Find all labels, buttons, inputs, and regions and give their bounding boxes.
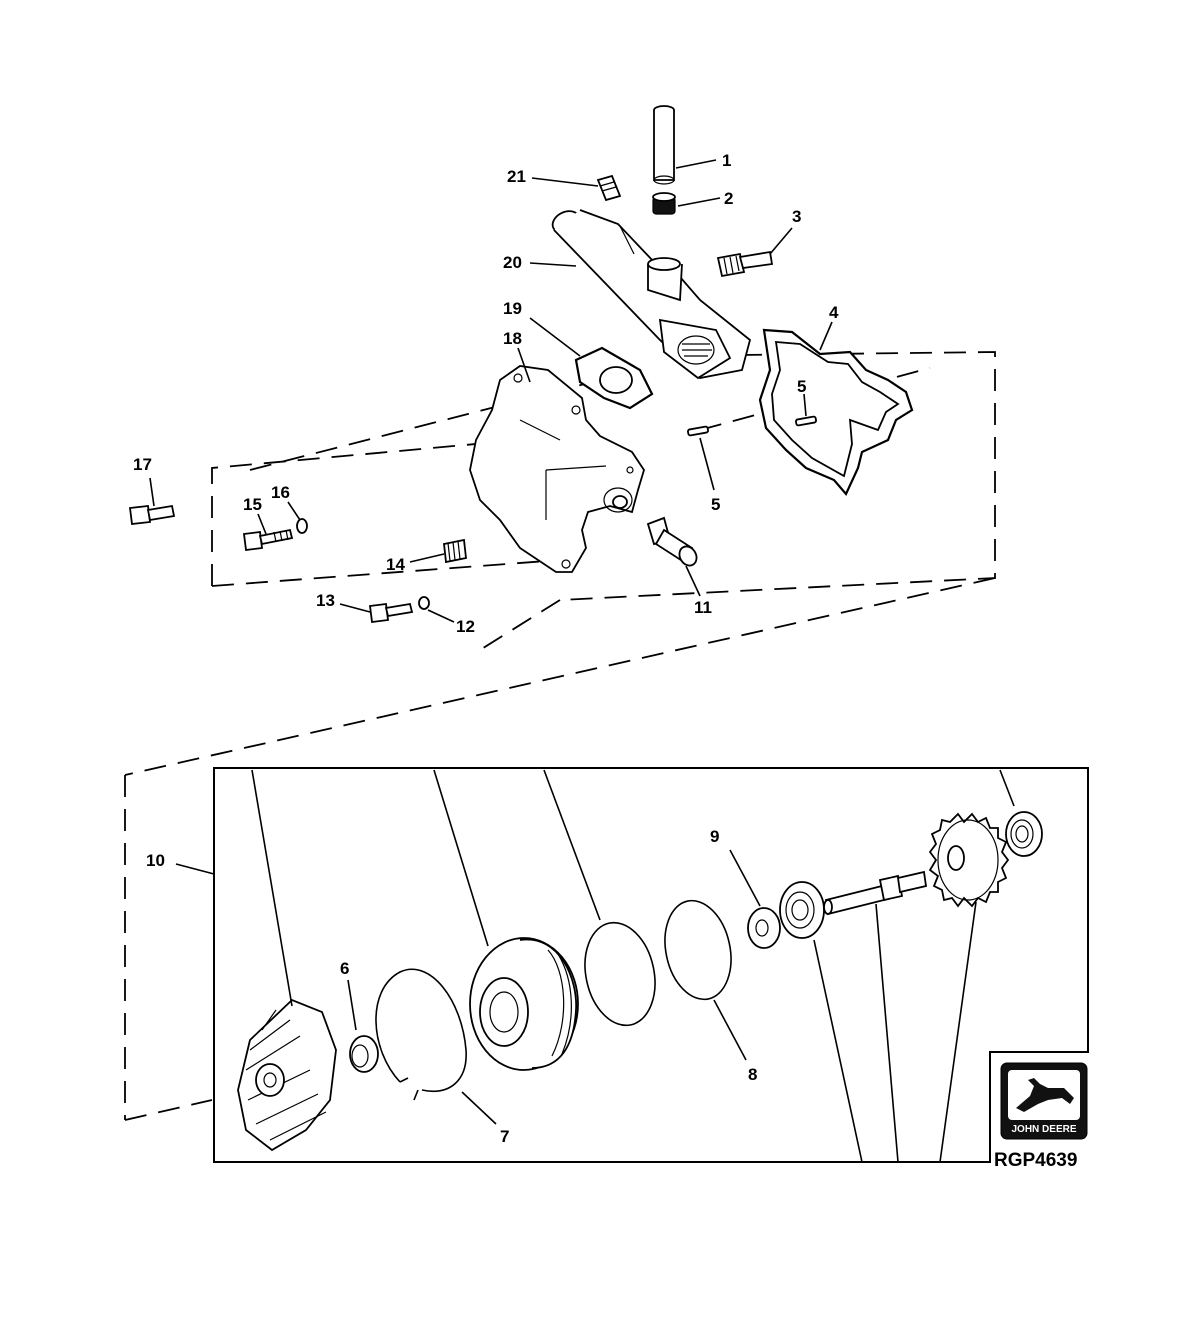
callout-21: 21 (507, 167, 526, 186)
callout-13: 13 (316, 591, 335, 610)
washer-part-12 (418, 596, 430, 610)
callout-9: 9 (710, 827, 719, 846)
fitting-part-3 (716, 250, 774, 278)
manifold-pipe-part-20 (551, 209, 752, 380)
callout-6: 6 (340, 959, 349, 978)
callout-17: 17 (133, 455, 152, 474)
fitting-part-21 (596, 174, 622, 202)
bolt-part-13 (368, 602, 414, 624)
snap-ring-part-7 (375, 968, 467, 1101)
callout-19: 19 (503, 299, 522, 318)
bolt-part-17 (128, 504, 176, 525)
callout-7: 7 (500, 1127, 509, 1146)
pump-housing-part-18 (469, 365, 645, 573)
lower-detail-frame (213, 767, 1089, 1163)
callout-12: 12 (456, 617, 475, 636)
callout-11: 11 (694, 598, 712, 617)
figure-id: RGP4639 (994, 1150, 1077, 1171)
lower-dashed-outline (124, 775, 213, 1121)
o-ring-part-8b (664, 899, 732, 1001)
drive-gear (928, 812, 1010, 908)
plug-part-2 (652, 192, 676, 215)
leaping-deer-icon (1016, 1078, 1074, 1112)
dowel-pin-part-5b (687, 425, 709, 437)
seal-ring-part-6 (349, 1035, 379, 1073)
washer-part-16 (296, 518, 308, 534)
seal-housing (469, 937, 579, 1071)
gasket-part-19 (574, 346, 654, 410)
callout-5a: 5 (797, 377, 806, 396)
callout-16: 16 (271, 483, 290, 502)
washer-part-9 (747, 907, 781, 949)
plug-part-14 (443, 538, 467, 564)
callout-18: 18 (503, 329, 522, 348)
callout-10: 10 (146, 851, 165, 870)
callout-8: 8 (748, 1065, 757, 1084)
callout-14: 14 (386, 555, 405, 574)
shaft (823, 870, 928, 916)
bearing (779, 881, 825, 939)
bolt-part-15 (242, 528, 294, 552)
gasket-part-4 (758, 328, 914, 497)
upper-dashed-outline (124, 351, 996, 776)
logo-text: JOHN DEERE (1011, 1124, 1076, 1135)
tube-part-1 (653, 105, 675, 185)
callout-15: 15 (243, 495, 262, 514)
lower-leader-lines (175, 769, 1015, 1163)
dowel-pin-part-5a (795, 415, 817, 427)
rear-bearing (1005, 811, 1043, 857)
impeller (237, 998, 337, 1152)
upper-leader-lines (149, 159, 833, 623)
callout-4: 4 (829, 303, 839, 322)
callout-20: 20 (503, 253, 522, 272)
callouts: 1 2 3 4 5 5 6 7 8 9 10 11 12 13 14 15 16… (133, 151, 839, 1146)
o-ring-part-8a (584, 921, 656, 1027)
callout-1: 1 (722, 151, 731, 170)
john-deere-logo: JOHN DEERE (1000, 1062, 1088, 1140)
callout-5b: 5 (711, 495, 720, 514)
callout-2: 2 (724, 189, 733, 208)
callout-3: 3 (792, 207, 801, 226)
fitting-part-11 (646, 516, 698, 567)
